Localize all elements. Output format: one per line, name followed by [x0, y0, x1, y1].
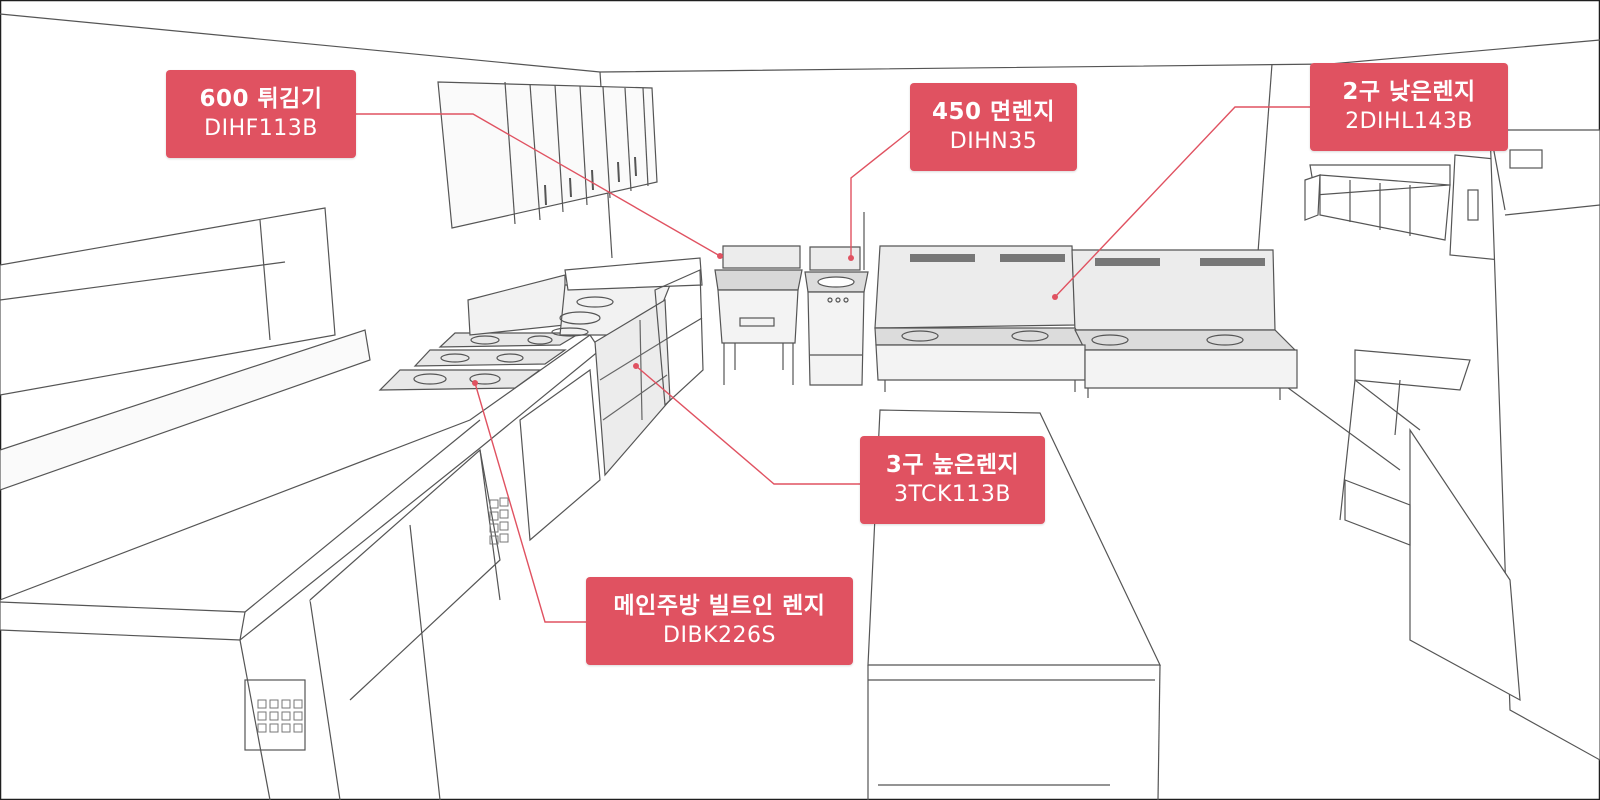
- callout-high-range-model: 3TCK113B: [893, 482, 1012, 507]
- leader-lines: [356, 106, 1310, 623]
- low-range-leader-line: [1054, 106, 1310, 298]
- callout-fryer-name: 600 튀김기: [199, 86, 323, 112]
- fryer-leader-line: [356, 113, 721, 257]
- high-range-unit: [467, 274, 671, 477]
- callout-fryer-model: DIHF113B: [204, 116, 318, 141]
- callout-noodle-range-name: 450 면렌지: [932, 99, 1055, 125]
- builtin-range-tops: [378, 332, 583, 391]
- callout-low-range-name: 2구 낮은렌지: [1342, 79, 1476, 105]
- callout-noodle-range: 450 면렌지 DIHN35: [910, 83, 1077, 171]
- back-shelf-counter: [564, 257, 704, 407]
- fryer-unit: [714, 245, 803, 385]
- leader-dots: [472, 253, 1058, 386]
- callout-builtin-range: 메인주방 빌트인 렌지 DIBK226S: [586, 577, 853, 665]
- callout-low-range-model: 2DIHL143B: [1345, 109, 1473, 134]
- left-counter: [0, 329, 601, 800]
- left-wall-panel: [0, 207, 336, 396]
- builtin-range-leader-line: [474, 382, 586, 623]
- high-range-leader-line: [635, 365, 860, 485]
- callout-high-range-name: 3구 높은렌지: [885, 452, 1020, 478]
- callout-high-range: 3구 높은렌지 3TCK113B: [860, 436, 1045, 524]
- callout-low-range: 2구 낮은렌지 2DIHL143B: [1310, 63, 1508, 151]
- callout-builtin-range-model: DIBK226S: [663, 623, 776, 648]
- right-wall-fixtures: [1304, 129, 1600, 761]
- wall-cabinet: [437, 81, 658, 229]
- callout-noodle-range-model: DIHN35: [949, 129, 1038, 154]
- noodle-range-leader-line: [850, 130, 911, 258]
- noodle-range-unit: [804, 212, 869, 386]
- callout-fryer: 600 튀김기 DIHF113B: [166, 70, 356, 158]
- callout-builtin-range-name: 메인주방 빌트인 렌지: [613, 593, 826, 619]
- low-range-units: [874, 245, 1298, 400]
